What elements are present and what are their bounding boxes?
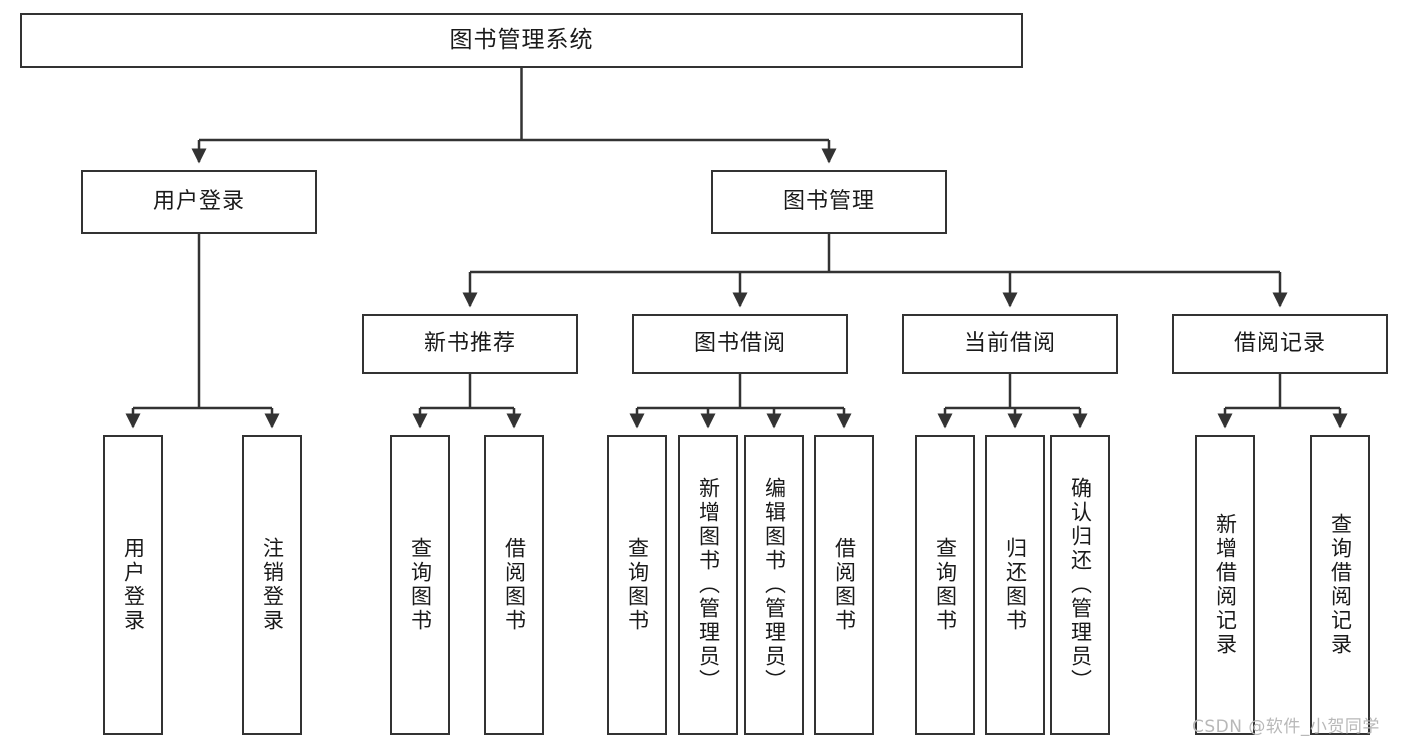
- node-leaf-query-borrow-record[interactable]: 查询借阅记录: [1310, 435, 1370, 735]
- node-label: 借阅图书: [502, 537, 527, 633]
- node-label: 当前借阅: [963, 330, 1056, 356]
- node-book-borrow[interactable]: 图书借阅: [632, 314, 848, 374]
- node-label: 用户登录: [152, 188, 245, 214]
- node-leaf-borrow-book-2[interactable]: 借阅图书: [814, 435, 874, 735]
- node-label: 用户登录: [121, 537, 146, 633]
- node-root-system[interactable]: 图书管理系统: [20, 13, 1023, 68]
- node-leaf-confirm-return[interactable]: 确认归还（管理员）: [1050, 435, 1110, 735]
- node-leaf-return-book[interactable]: 归还图书: [985, 435, 1045, 735]
- node-leaf-query-book-1[interactable]: 查询图书: [390, 435, 450, 735]
- node-leaf-query-book-2[interactable]: 查询图书: [607, 435, 667, 735]
- node-label: 图书借阅: [693, 330, 786, 356]
- node-label: 查询借阅记录: [1328, 513, 1353, 657]
- node-borrow-record[interactable]: 借阅记录: [1172, 314, 1388, 374]
- node-label: 确认归还（管理员）: [1068, 477, 1093, 693]
- node-new-book-recommend[interactable]: 新书推荐: [362, 314, 578, 374]
- node-label: 查询图书: [408, 537, 433, 633]
- node-leaf-logout-login[interactable]: 注销登录: [242, 435, 302, 735]
- node-leaf-add-book-admin[interactable]: 新增图书（管理员）: [678, 435, 738, 735]
- node-leaf-edit-book-admin[interactable]: 编辑图书（管理员）: [744, 435, 804, 735]
- node-label: 新增借阅记录: [1213, 513, 1238, 657]
- node-label: 借阅记录: [1233, 330, 1326, 356]
- node-leaf-add-borrow-record[interactable]: 新增借阅记录: [1195, 435, 1255, 735]
- node-label: 查询图书: [933, 537, 958, 633]
- node-leaf-user-login[interactable]: 用户登录: [103, 435, 163, 735]
- node-label: 图书管理系统: [449, 26, 594, 53]
- node-label: 编辑图书（管理员）: [762, 477, 787, 693]
- node-leaf-borrow-book-1[interactable]: 借阅图书: [484, 435, 544, 735]
- node-leaf-query-book-3[interactable]: 查询图书: [915, 435, 975, 735]
- csdn-watermark: CSDN @软件_小贺同学: [1192, 717, 1380, 737]
- node-label: 新书推荐: [423, 330, 516, 356]
- node-book-management[interactable]: 图书管理: [711, 170, 947, 234]
- node-label: 借阅图书: [832, 537, 857, 633]
- node-label: 查询图书: [625, 537, 650, 633]
- node-label: 图书管理: [782, 188, 875, 214]
- node-user-login[interactable]: 用户登录: [81, 170, 317, 234]
- node-label: 注销登录: [260, 537, 285, 633]
- node-label: 新增图书（管理员）: [696, 477, 721, 693]
- node-label: 归还图书: [1003, 537, 1028, 633]
- node-current-borrow[interactable]: 当前借阅: [902, 314, 1118, 374]
